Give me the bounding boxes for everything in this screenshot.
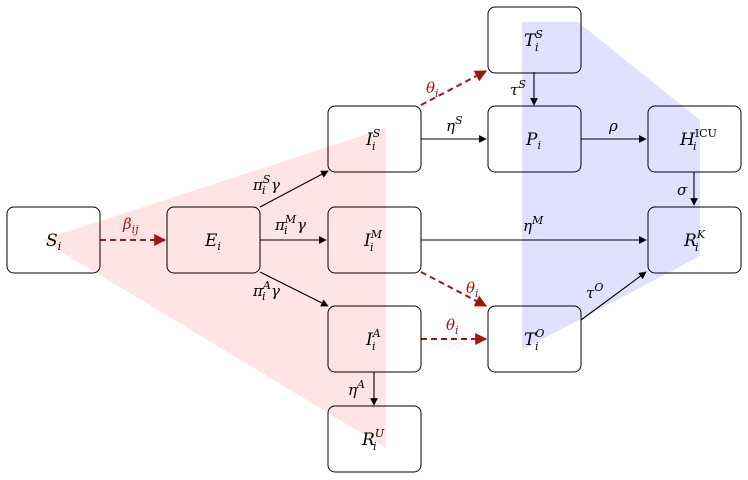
edge-label-rho: ρ — [608, 117, 618, 135]
node-P-box — [487, 105, 582, 173]
node-IM-box — [327, 206, 422, 274]
edge-label-beta: βij — [122, 215, 139, 236]
edge-label-etaS: ηS — [446, 114, 463, 135]
edge-label-theta-IA: θi — [446, 316, 459, 337]
edge-TO-RK — [580, 271, 647, 321]
edges — [100, 70, 698, 406]
edge-label-etaA: ηA — [348, 378, 365, 399]
edge-label-theta-TS: θi — [426, 79, 439, 100]
node-P-label: Pi — [525, 130, 541, 152]
red-region — [42, 128, 386, 448]
node-RK-box — [647, 206, 742, 274]
node-E-label: Ei — [204, 231, 221, 253]
blue-region — [522, 22, 700, 350]
node-TO-box — [487, 305, 582, 373]
node-RU-box — [327, 405, 422, 473]
edge-label-sigma: σ — [677, 181, 688, 199]
edge-E-IA — [259, 271, 329, 307]
node-H-box — [647, 105, 742, 173]
edge-label-tauO: τO — [586, 281, 603, 302]
edge-IM-TO — [420, 271, 488, 307]
node-S-label: Si — [46, 231, 61, 253]
node-TS-box — [487, 6, 582, 74]
edge-label-tauS: τS — [510, 78, 526, 99]
node-IA-box — [327, 305, 422, 373]
edge-E-IS — [259, 170, 329, 208]
edge-label-theta-IM: θi — [466, 279, 479, 300]
node-IS-box — [327, 105, 422, 173]
node-E-box — [166, 206, 261, 274]
edge-label-etaM: ηM — [523, 214, 544, 235]
nodes — [6, 6, 742, 473]
node-S-box — [6, 206, 101, 274]
edge-IS-TS — [420, 70, 488, 106]
